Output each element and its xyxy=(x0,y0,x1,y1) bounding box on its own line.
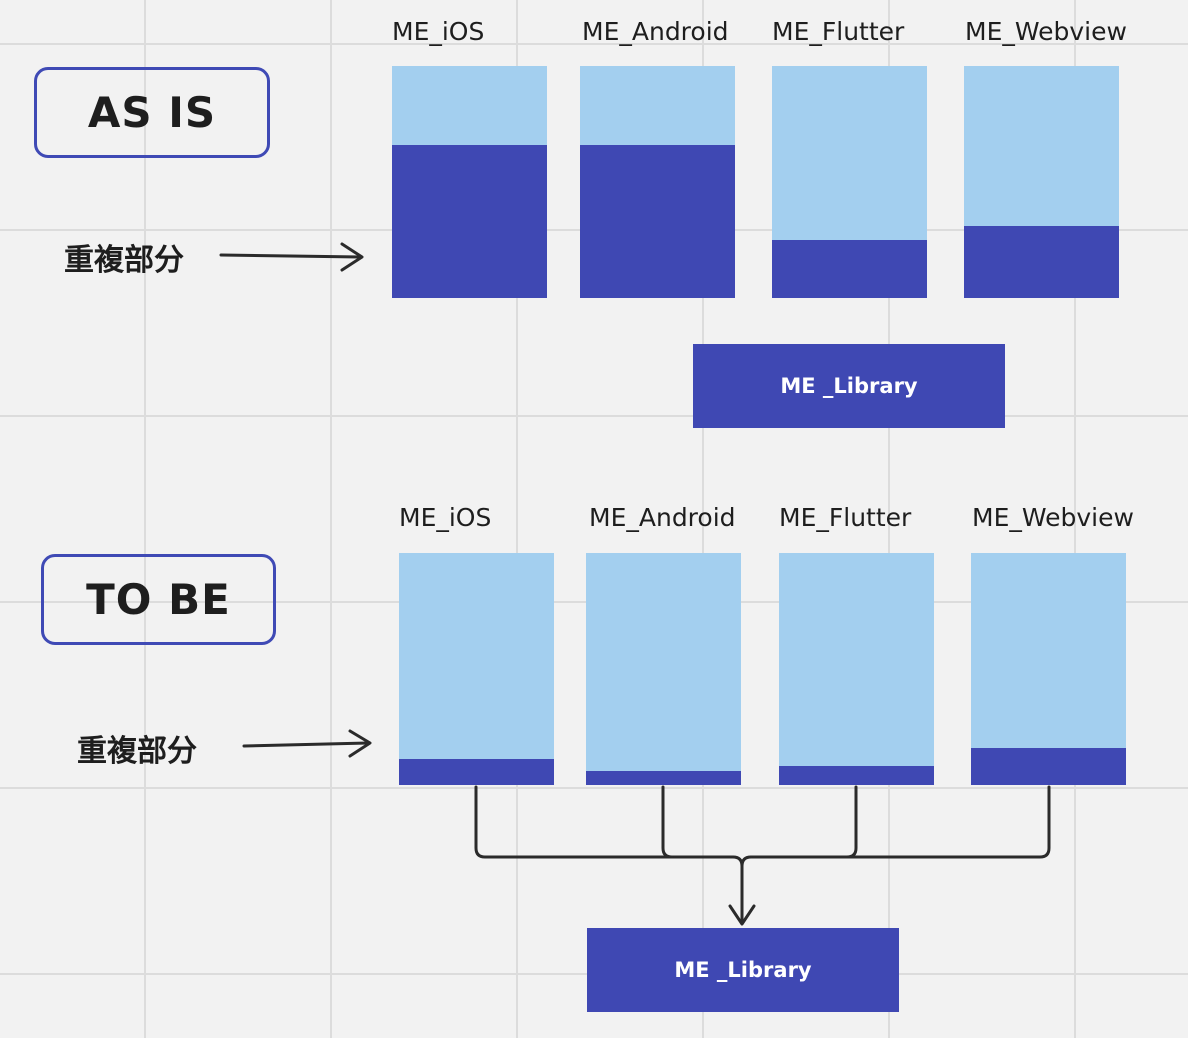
to-be-title: TO BE xyxy=(86,575,231,624)
to-be-column-ios xyxy=(399,553,554,785)
connector-flutter xyxy=(845,785,858,859)
connector-arrowhead xyxy=(728,904,756,926)
to-be-column-flutter xyxy=(779,553,934,785)
to-be-title-box: TO BE xyxy=(41,554,276,645)
as-is-label-android: ME_Android xyxy=(582,17,729,46)
to-be-label-android: ME_Android xyxy=(589,503,736,532)
to-be-column-webview xyxy=(971,553,1126,785)
to-be-label-ios: ME_iOS xyxy=(399,503,492,532)
to-be-duplicate-label: 重複部分 xyxy=(77,734,197,769)
as-is-duplicate-android xyxy=(580,144,735,298)
as-is-column-webview xyxy=(964,66,1119,298)
as-is-title: AS IS xyxy=(87,88,217,137)
to-be-duplicate-webview xyxy=(971,747,1126,785)
connector-webview xyxy=(749,785,1051,859)
to-be-duplicate-flutter xyxy=(779,766,934,785)
as-is-column-flutter xyxy=(772,66,927,298)
as-is-duplicate-ios xyxy=(392,144,547,298)
to-be-column-android xyxy=(586,553,741,785)
as-is-library-label: ME _Library xyxy=(780,374,918,398)
as-is-label-webview: ME_Webview xyxy=(965,17,1127,46)
to-be-label-webview: ME_Webview xyxy=(972,503,1134,532)
as-is-library-box: ME _Library xyxy=(693,344,1005,428)
as-is-duplicate-flutter xyxy=(772,240,927,298)
connector-ios xyxy=(474,785,735,859)
connector-android xyxy=(661,785,674,859)
to-be-library-label: ME _Library xyxy=(674,958,812,982)
as-is-column-android xyxy=(580,66,735,298)
to-be-library-box: ME _Library xyxy=(587,928,899,1012)
as-is-duplicate-arrow xyxy=(219,253,362,259)
to-be-duplicate-android xyxy=(586,771,741,785)
to-be-duplicate-arrow xyxy=(242,741,370,748)
as-is-label-flutter: ME_Flutter xyxy=(772,17,905,46)
as-is-title-box: AS IS xyxy=(34,67,270,158)
as-is-label-ios: ME_iOS xyxy=(392,17,485,46)
connector-merge xyxy=(731,855,753,922)
to-be-label-flutter: ME_Flutter xyxy=(779,503,912,532)
as-is-duplicate-webview xyxy=(964,226,1119,298)
as-is-duplicate-label: 重複部分 xyxy=(64,243,184,278)
as-is-column-ios xyxy=(392,66,547,298)
to-be-duplicate-arrowhead xyxy=(348,729,372,758)
to-be-duplicate-ios xyxy=(399,759,554,785)
as-is-duplicate-arrowhead xyxy=(340,242,364,272)
